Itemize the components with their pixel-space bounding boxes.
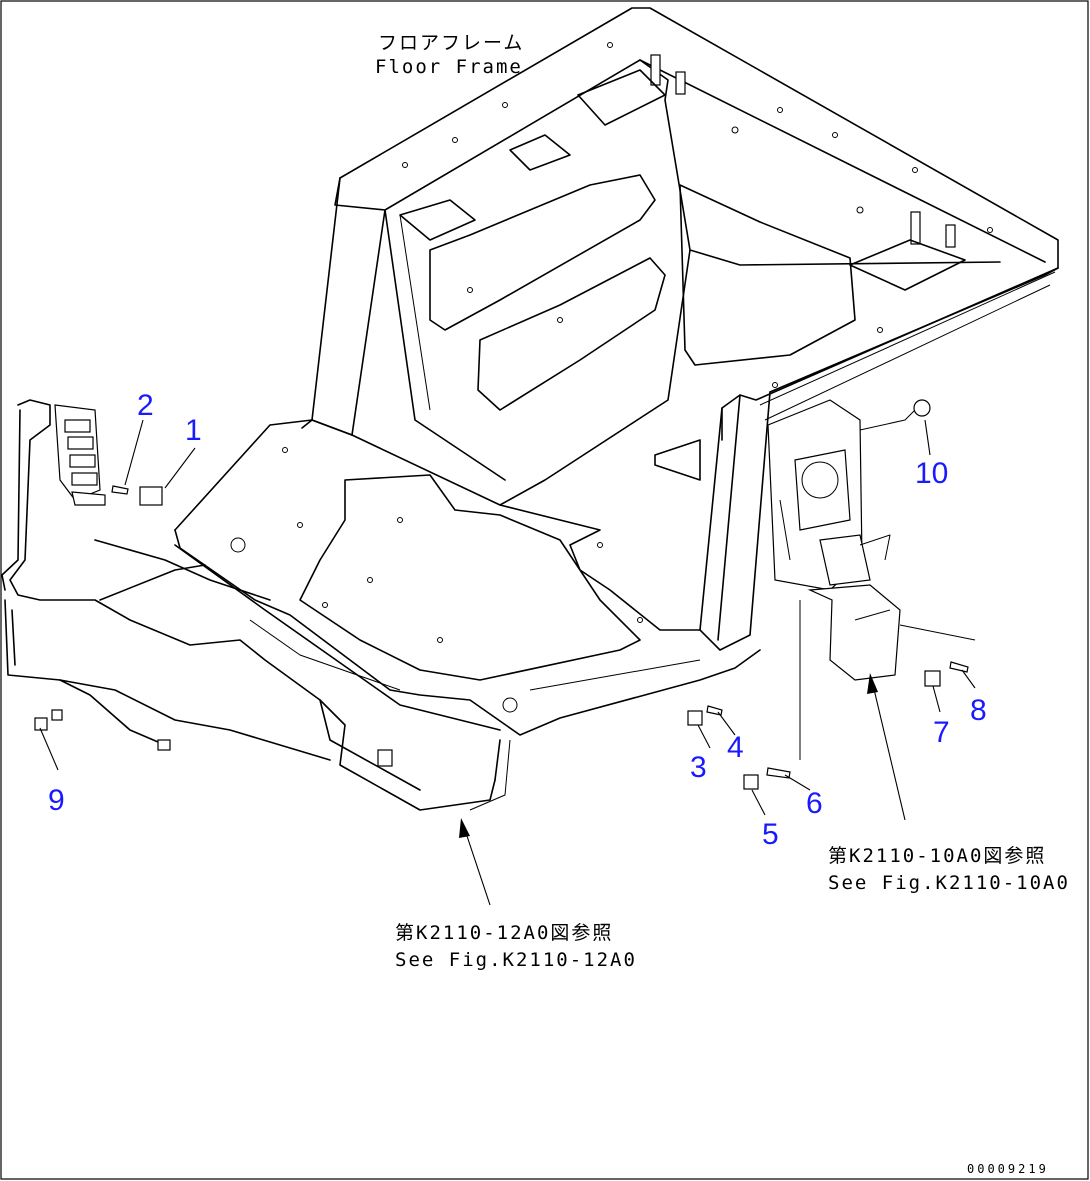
callout-5: 5 (762, 818, 779, 851)
callout-7: 7 (933, 716, 950, 749)
callout-2: 2 (137, 389, 154, 422)
callout-8: 8 (970, 694, 987, 727)
reference-2-en: See Fig.K2110-10A0 (828, 872, 1070, 894)
part-8-terminal (949, 661, 969, 673)
callout-3: 3 (690, 751, 707, 784)
part-2-terminal (111, 485, 129, 495)
wiring-harness-left (1, 399, 511, 811)
loose-parts (111, 485, 969, 790)
reference-1-en: See Fig.K2110-12A0 (395, 949, 637, 971)
floor-plate-drawing (174, 419, 761, 736)
part-1-cap (139, 486, 163, 506)
electrical-box-right (767, 399, 976, 760)
annotations: フロアフレーム Floor Frame 第K2110-12A0図参照 See F… (375, 32, 1070, 1176)
callout-10: 10 (915, 457, 948, 490)
callout-numbers: 1 2 3 4 5 6 7 8 9 10 (48, 389, 987, 851)
floor-frame-drawing (301, 7, 1059, 651)
callout-9: 9 (48, 784, 65, 817)
callout-6: 6 (806, 787, 823, 820)
reference-2-jp: 第K2110-10A0図参照 (828, 845, 1046, 867)
part-3-cap (687, 710, 703, 726)
leader-lines (39, 419, 976, 906)
part-5-cap (743, 774, 759, 790)
title-en: Floor Frame (375, 56, 523, 78)
callout-1: 1 (185, 414, 202, 447)
reference-1-jp: 第K2110-12A0図参照 (395, 922, 613, 944)
title-jp: フロアフレーム (378, 32, 524, 54)
figure-id: 00009219 (967, 1162, 1049, 1176)
part-7-cap (924, 670, 941, 687)
callout-4: 4 (727, 731, 744, 764)
